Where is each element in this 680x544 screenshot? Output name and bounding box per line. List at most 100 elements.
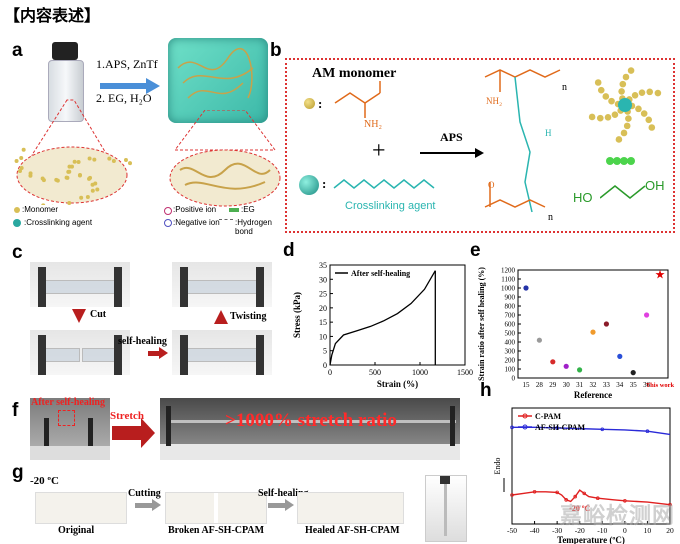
star-arm-bead <box>618 88 625 95</box>
monomer-dot <box>95 187 100 192</box>
x-axis-label: Reference <box>574 390 612 400</box>
series-line <box>511 489 671 506</box>
series-line <box>512 426 671 436</box>
star-arm-bead <box>648 124 656 131</box>
monomer-dot <box>128 161 132 166</box>
y-tick-label: 200 <box>505 357 516 365</box>
after-healing-label: After self-healing <box>31 397 105 408</box>
star-arm-bead <box>594 79 602 86</box>
polymer-nh2: NH₂ <box>486 96 503 106</box>
star-arm-bead <box>604 114 612 121</box>
y-tick-label: 500 <box>505 330 516 338</box>
twisting-arrow-icon <box>214 310 228 324</box>
x-tick-label: 500 <box>369 368 381 377</box>
panel-label-a: a <box>12 40 23 61</box>
plus-sign: + <box>372 138 386 164</box>
cutting-arrowhead <box>152 499 161 511</box>
monomer-dot <box>79 195 84 200</box>
x-tick-label: 31 <box>576 381 584 389</box>
am-monomer-title: AM monomer <box>312 66 397 81</box>
x-tick-label: 0 <box>328 368 332 377</box>
photo-healed-sample <box>297 492 404 524</box>
series-line <box>329 270 436 366</box>
panel-label-h: h <box>480 380 492 401</box>
data-point-star: ★ <box>655 268 666 282</box>
monomer-dot <box>67 200 72 205</box>
star-arm-bead <box>646 88 654 96</box>
legend-label: After self-healing <box>351 269 410 278</box>
legend-positive: :Positive ion <box>173 205 217 214</box>
x-tick-label: 32 <box>590 381 598 389</box>
monomer-dot <box>92 157 97 162</box>
oh-label: OH <box>645 178 665 193</box>
original-label: Original <box>58 525 95 536</box>
y-tick-label: 300 <box>505 348 516 356</box>
star-arm-bead <box>588 113 596 121</box>
legend-label: AF-SH-CPAM <box>535 423 586 432</box>
y-tick-label: 10 <box>319 332 327 341</box>
data-point <box>555 490 559 495</box>
legend-marker <box>522 424 528 430</box>
crosslinker-label: Crosslinking agent <box>345 200 436 212</box>
stretch-arrow-body <box>112 426 142 440</box>
self-healing-label-g: Self-healing <box>258 488 309 499</box>
legend-a: :Monomer :Crosslinking agent :Positive i… <box>13 205 274 237</box>
monomer-dot <box>54 177 59 182</box>
y-tick-label: 5 <box>323 347 327 356</box>
y-axis-label: Stress (kPa) <box>292 292 302 338</box>
star-arm-bead <box>625 115 632 122</box>
photo-healed-strip <box>172 330 272 375</box>
monomer-dot <box>85 195 90 200</box>
star-arm-bead <box>645 116 653 124</box>
data-point <box>590 329 596 335</box>
monomer-dot <box>87 176 92 181</box>
polymer-n1: n <box>562 82 567 93</box>
monomer-dot <box>64 175 69 180</box>
y-tick-label: 900 <box>505 294 516 302</box>
y-tick-label: 1000 <box>501 285 516 293</box>
y-tick-label: 35 <box>319 261 327 270</box>
x-tick-label: 20 <box>666 526 674 535</box>
data-point <box>523 285 529 291</box>
x-tick-label: 10 <box>644 526 652 535</box>
y-tick-label: 1100 <box>501 276 515 284</box>
x-tick-label: 0 <box>623 526 627 535</box>
data-point <box>617 353 623 359</box>
star-arm-bead <box>627 67 635 74</box>
crosslinker-ball-icon <box>299 175 319 195</box>
y-tick-label: 800 <box>505 303 516 311</box>
photo-original-sample <box>35 492 127 524</box>
y-tick-label: 30 <box>319 275 327 284</box>
monomer-dot <box>76 160 81 165</box>
legend-label: C-PAM <box>535 412 562 421</box>
data-point <box>555 426 559 430</box>
star-arm-bead <box>654 89 662 97</box>
data-point <box>510 425 514 430</box>
panel-label-c: c <box>12 242 23 263</box>
photo-original-strip <box>30 262 130 307</box>
monomer-dot <box>123 157 128 162</box>
legend-negative: :Negative ion <box>173 218 220 227</box>
panel-label-b: b <box>270 40 282 61</box>
plot-frame <box>329 264 466 366</box>
monomer-dot <box>19 166 24 171</box>
y-tick-label: 100 <box>505 366 516 374</box>
star-arm-bead <box>611 111 619 119</box>
hydrogel-block-image <box>168 38 268 123</box>
x-axis-label: Strain (%) <box>377 379 418 389</box>
x-tick-label: This work <box>646 382 675 389</box>
data-point <box>623 499 627 503</box>
x-tick-label: 15 <box>523 381 531 389</box>
broken-label: Broken AF-SH-CPAM <box>168 525 265 536</box>
acrylamide-structure <box>334 81 381 118</box>
monomer-dot <box>70 164 74 169</box>
data-point <box>532 489 537 494</box>
data-point <box>573 494 577 499</box>
legend-eg: :EG <box>241 205 255 214</box>
plot-frame <box>517 269 669 379</box>
monomer-dot <box>87 156 92 161</box>
cutting-arrow-icon <box>135 503 153 508</box>
photo-twisted-strip <box>172 262 272 307</box>
star-arm-bead <box>597 86 605 94</box>
data-point <box>668 502 672 507</box>
